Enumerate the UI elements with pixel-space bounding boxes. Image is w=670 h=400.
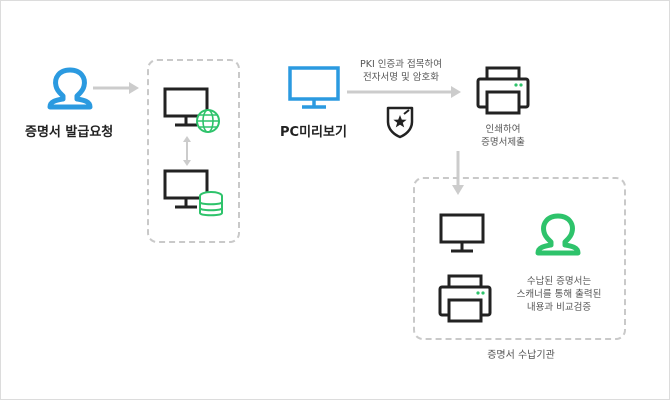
institution-note-line3: 내용과 비교검증 bbox=[526, 302, 592, 313]
requester-label: 증명서 발급요청 bbox=[25, 125, 114, 140]
scanner-printer-icon bbox=[438, 274, 492, 323]
arrow-viewer-to-printer bbox=[347, 86, 461, 98]
pc-preview-label: PC미리보기 bbox=[280, 125, 347, 140]
pki-note-line2: 전자서명 및 암호화 bbox=[363, 72, 439, 83]
arrow-down-to-institution bbox=[452, 151, 464, 195]
globe-icon bbox=[196, 109, 220, 133]
institution-note-line1: 수납된 증명서는 bbox=[526, 276, 592, 287]
requester-person-icon bbox=[47, 67, 93, 110]
print-note: 인쇄하여 증명서제출 bbox=[467, 123, 539, 149]
institution-note-line2: 스캐너를 통해 출력된 bbox=[516, 289, 602, 300]
pki-note-line1: PKI 인증과 접목하여 bbox=[360, 59, 442, 70]
issuing-server-box bbox=[147, 59, 240, 243]
sync-double-arrow bbox=[183, 136, 191, 166]
web-server-monitor-icon bbox=[163, 87, 209, 127]
database-icon bbox=[199, 191, 223, 217]
shield-star-icon bbox=[386, 106, 414, 139]
arrow-requester-to-server bbox=[93, 82, 139, 94]
institution-monitor-icon bbox=[439, 213, 485, 253]
print-note-line1: 인쇄하여 bbox=[485, 124, 521, 135]
pki-note: PKI 인증과 접목하여 전자서명 및 암호화 bbox=[346, 58, 456, 84]
institution-label: 증명서 수납기관 bbox=[487, 350, 555, 361]
printer-icon bbox=[476, 66, 530, 115]
pc-preview-monitor-icon bbox=[288, 66, 340, 109]
db-server-monitor-icon bbox=[163, 169, 209, 209]
print-note-line2: 증명서제출 bbox=[481, 137, 525, 148]
verifier-person-icon bbox=[535, 213, 581, 256]
institution-note: 수납된 증명서는 스캐너를 통해 출력된 내용과 비교검증 bbox=[509, 275, 609, 314]
receiving-institution-box bbox=[413, 177, 626, 340]
